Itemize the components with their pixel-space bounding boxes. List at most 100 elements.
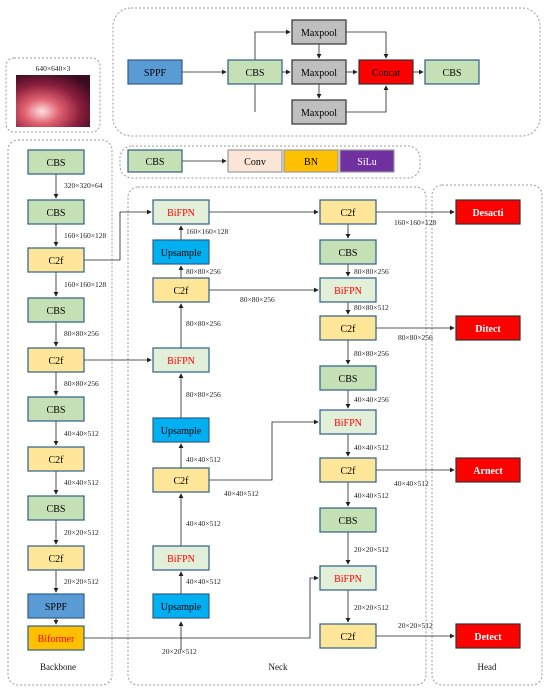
backbone-cbs-5-label: CBS bbox=[47, 504, 66, 515]
backbone-biformer: Biformer bbox=[27, 625, 85, 651]
head-output-ditect-label: Ditect bbox=[475, 324, 501, 335]
neck-cross-label-2: 40×40×512 bbox=[224, 489, 259, 498]
head-output-detect-label: Detect bbox=[474, 632, 502, 643]
sppf-detail-maxpool-top-rect bbox=[291, 19, 347, 45]
neck-right-bifpn-1-rect bbox=[319, 277, 377, 303]
connector-arrow bbox=[209, 419, 319, 481]
neck-left-upsample-2-rect bbox=[152, 417, 210, 443]
backbone-c2f-3-rect bbox=[27, 446, 85, 472]
legend-panel bbox=[119, 145, 421, 179]
backbone-cbs-5: CBS bbox=[27, 495, 85, 521]
input-size-label: 640×640×3 bbox=[36, 64, 71, 73]
head-output-arnect-rect bbox=[455, 457, 521, 483]
neck-left-bifpn-2-rect bbox=[152, 347, 210, 373]
neck-left-upsample-3-rect bbox=[152, 593, 210, 619]
backbone-cbs-1-label: CBS bbox=[47, 158, 66, 169]
backbone-cbs-2-label: CBS bbox=[47, 208, 66, 219]
legend-bn-rect bbox=[283, 149, 339, 173]
neck-right-cbs-1: CBS bbox=[319, 239, 377, 265]
neck-right-bifpn-1-label: BiFPN bbox=[334, 286, 362, 297]
backbone-edge-label-5: 80×80×256 bbox=[64, 379, 99, 388]
neck-right-label-4: 40×40×256 bbox=[354, 395, 389, 404]
sppf-detail-concat-label: Concat bbox=[372, 68, 401, 79]
sppf-detail-cbs-in-rect bbox=[227, 59, 283, 85]
neck-right-label-1: 80×80×256 bbox=[354, 267, 389, 276]
neck-left-upsample-1-rect bbox=[152, 239, 210, 265]
sppf-detail-panel bbox=[112, 7, 541, 137]
neck-right-cbs-3-rect bbox=[319, 507, 377, 533]
legend-silu-rect bbox=[339, 149, 395, 173]
head-output-arnect: Arnect bbox=[455, 457, 521, 483]
head-output-desacti-rect bbox=[455, 199, 521, 225]
legend-silu-label: SiLu bbox=[357, 157, 376, 168]
neck-left-label-1: 160×160×128 bbox=[186, 227, 228, 236]
neck-left-upsample-3: Upsample bbox=[152, 593, 210, 619]
neck-left-upsample-2-label: Upsample bbox=[161, 426, 202, 437]
neck-left-upsample-1-label: Upsample bbox=[161, 248, 202, 259]
sppf-detail-maxpool-top-label: Maxpool bbox=[301, 28, 337, 39]
neck-right-cbs-2-rect bbox=[319, 365, 377, 391]
neck-cross-label-1: 80×80×256 bbox=[240, 295, 275, 304]
neck-right-c2f-1: C2f bbox=[319, 199, 377, 225]
sppf-detail-maxpool-bot-rect bbox=[291, 99, 347, 125]
sppf-detail-sppf-label: SPPF bbox=[144, 68, 167, 79]
head-label-4: 20×20×512 bbox=[398, 621, 433, 630]
head-title: Head bbox=[478, 662, 497, 672]
backbone-c2f-1-rect bbox=[27, 247, 85, 273]
neck-right-cbs-2-label: CBS bbox=[339, 374, 358, 385]
head-label-1: 160×160×128 bbox=[394, 218, 436, 227]
sppf-detail-maxpool-mid-label: Maxpool bbox=[301, 68, 337, 79]
backbone-c2f-4-label: C2f bbox=[49, 554, 65, 565]
sppf-detail-concat: Concat bbox=[358, 59, 414, 85]
neck-left-label-7: 40×40×512 bbox=[186, 577, 221, 586]
backbone-edge-label-8: 20×20×512 bbox=[64, 528, 99, 537]
backbone-c2f-2: C2f bbox=[27, 347, 85, 373]
neck-left-label-3: 80×80×256 bbox=[186, 319, 221, 328]
backbone-cbs-1: CBS bbox=[27, 149, 85, 175]
sppf-detail-cbs-in-label: CBS bbox=[246, 68, 265, 79]
head-output-desacti: Desacti bbox=[455, 199, 521, 225]
neck-left-upsample-3-label: Upsample bbox=[161, 602, 202, 613]
backbone-sppf-rect bbox=[27, 593, 85, 619]
connector-arrow bbox=[254, 29, 291, 60]
neck-left-upsample-2: Upsample bbox=[152, 417, 210, 443]
neck-left-bifpn-3: BiFPN bbox=[152, 545, 210, 571]
backbone-title: Backbone bbox=[40, 662, 76, 672]
backbone-edge-label-1: 320×320×64 bbox=[64, 181, 103, 190]
neck-right-cbs-3: CBS bbox=[319, 507, 377, 533]
sppf-detail-cbs-in: CBS bbox=[227, 59, 283, 85]
head-output-detect: Detect bbox=[455, 623, 521, 649]
connector-arrow bbox=[84, 575, 319, 639]
head-output-arnect-label: Arnect bbox=[473, 466, 503, 477]
backbone-edge-label-9: 20×20×512 bbox=[64, 577, 99, 586]
neck-right-c2f-4-label: C2f bbox=[341, 632, 357, 643]
backbone-c2f-2-label: C2f bbox=[49, 356, 65, 367]
backbone-cbs-4-rect bbox=[27, 396, 85, 422]
backbone-cbs-3-rect bbox=[27, 297, 85, 323]
backbone-edge-label-3: 160×160×128 bbox=[64, 280, 106, 289]
neck-left-bifpn-3-label: BiFPN bbox=[167, 554, 195, 565]
neck-left-label-6: 40×40×512 bbox=[186, 519, 221, 528]
neck-left-c2f-1-rect bbox=[152, 277, 210, 303]
neck-left-upsample-1: Upsample bbox=[152, 239, 210, 265]
backbone-c2f-1-label: C2f bbox=[49, 256, 65, 267]
head-label-2: 80×80×256 bbox=[398, 333, 433, 342]
neck-right-c2f-1-label: C2f bbox=[341, 208, 357, 219]
backbone-biformer-rect bbox=[27, 625, 85, 651]
backbone-c2f-3: C2f bbox=[27, 446, 85, 472]
head-panel bbox=[431, 184, 543, 686]
neck-left-c2f-2-rect bbox=[152, 467, 210, 493]
connector-arrow bbox=[346, 85, 389, 113]
input-image bbox=[16, 75, 90, 127]
legend-silu: SiLu bbox=[339, 149, 395, 173]
legend-conv-label: Conv bbox=[244, 157, 266, 168]
neck-right-c2f-3-rect bbox=[319, 457, 377, 483]
neck-title: Neck bbox=[269, 662, 288, 672]
neck-left-c2f-2: C2f bbox=[152, 467, 210, 493]
legend-bn: BN bbox=[283, 149, 339, 173]
head-output-desacti-label: Desacti bbox=[472, 208, 503, 219]
backbone-cbs-4-label: CBS bbox=[47, 405, 66, 416]
sppf-detail-maxpool-mid-rect bbox=[291, 59, 347, 85]
backbone-c2f-1: C2f bbox=[27, 247, 85, 273]
neck-left-bifpn-2-label: BiFPN bbox=[167, 356, 195, 367]
